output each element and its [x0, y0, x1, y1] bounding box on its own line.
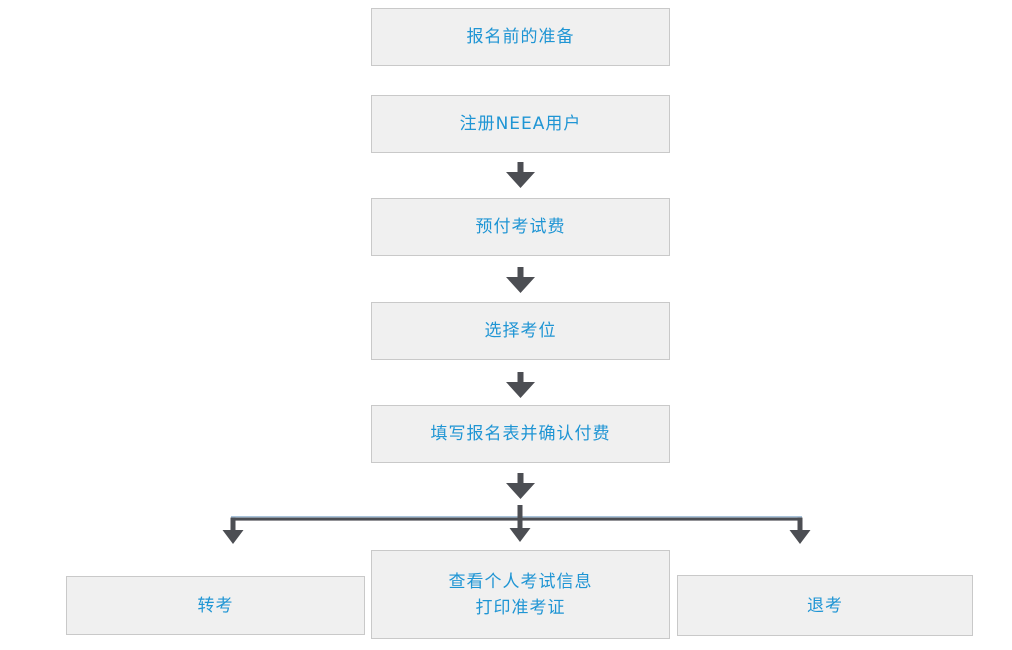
branch-node-withdraw-exam: 退考: [677, 575, 973, 636]
branch-node-view-info-print-ticket: 查看个人考试信息 打印准考证: [371, 550, 670, 639]
step-node-fill-form-confirm-pay: 填写报名表并确认付费: [371, 405, 670, 463]
step-label: 填写报名表并确认付费: [430, 424, 611, 444]
branch-arrow-left: [222, 517, 244, 544]
down-arrow-icon: [506, 372, 535, 398]
step-node-preparation: 报名前的准备: [371, 8, 670, 66]
step-node-select-seat: 选择考位: [371, 302, 670, 360]
step-node-prepay-fee: 预付考试费: [371, 198, 670, 256]
down-arrow-icon: [506, 162, 535, 188]
branch-node-label: 退考: [807, 595, 843, 616]
step-label: 预付考试费: [475, 217, 566, 237]
down-arrow-icon: [506, 473, 535, 499]
step-label: 注册NEEA用户: [459, 114, 582, 134]
branch-node-label-line2: 打印准考证: [475, 597, 566, 618]
step-label: 报名前的准备: [466, 27, 575, 47]
step-label: 选择考位: [484, 321, 557, 341]
branch-node-label: 转考: [197, 595, 234, 616]
step-node-register-neea: 注册NEEA用户: [371, 95, 670, 153]
down-arrow-icon: [506, 267, 535, 293]
branch-arrow-right: [789, 517, 811, 544]
branch-connector: [222, 505, 811, 544]
branch-arrow-middle: [509, 505, 531, 542]
branch-node-label-line1: 查看个人考试信息: [448, 571, 593, 592]
branch-node-transfer-exam: 转考: [66, 576, 365, 635]
